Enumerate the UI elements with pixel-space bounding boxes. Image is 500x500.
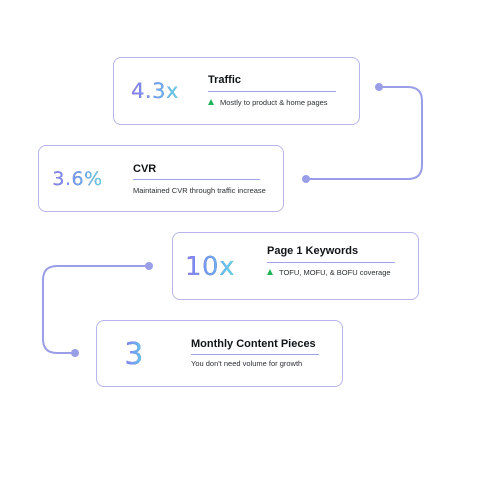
up-triangle-icon [208, 99, 214, 105]
metric-card-page-1-keywords: 10x Page 1 Keywords TOFU, MOFU, & BOFU c… [172, 232, 419, 300]
stat-box: 10x [183, 243, 237, 290]
stat-value: 4.3x [131, 79, 179, 103]
metric-description: You don't need volume for growth [191, 359, 303, 368]
metric-card-monthly-content-pieces: 3 Monthly Content Pieces You don't need … [96, 320, 343, 387]
connector-dot [145, 262, 153, 270]
metric-title: CVR [133, 163, 157, 175]
metric-description: TOFU, MOFU, & BOFU coverage [279, 268, 391, 277]
metric-card-cvr: 3.6% CVR Maintained CVR through traffic … [38, 145, 284, 212]
title-underline [208, 91, 336, 92]
connector-dot [71, 349, 79, 357]
metric-description-row: Mostly to product & home pages [208, 98, 348, 108]
title-underline [191, 354, 319, 355]
metric-title: Traffic [208, 74, 242, 86]
metric-description-row: TOFU, MOFU, & BOFU coverage [267, 268, 412, 278]
stat-value: 3 [124, 337, 144, 372]
connector-dot [375, 83, 383, 91]
metric-description: Mostly to product & home pages [220, 98, 328, 107]
stat-box: 3 [107, 331, 161, 378]
metric-card-traffic: 4.3x Traffic Mostly to product & home pa… [113, 57, 360, 125]
title-underline [267, 262, 395, 263]
up-triangle-icon [267, 269, 273, 275]
metric-title: Page 1 Keywords [267, 245, 359, 257]
stat-box: 4.3x [124, 68, 186, 114]
title-underline [133, 179, 260, 180]
connector-keywords-to-content [42, 265, 149, 354]
connector-dot [302, 175, 310, 183]
stat-value: 3.6% [52, 168, 103, 190]
connector-traffic-to-cvr [306, 86, 423, 180]
metric-description: Maintained CVR through traffic increase [133, 186, 266, 195]
stat-box: 3.6% [49, 156, 106, 202]
metric-title: Monthly Content Pieces [191, 338, 316, 350]
stat-value: 10x [185, 251, 235, 282]
